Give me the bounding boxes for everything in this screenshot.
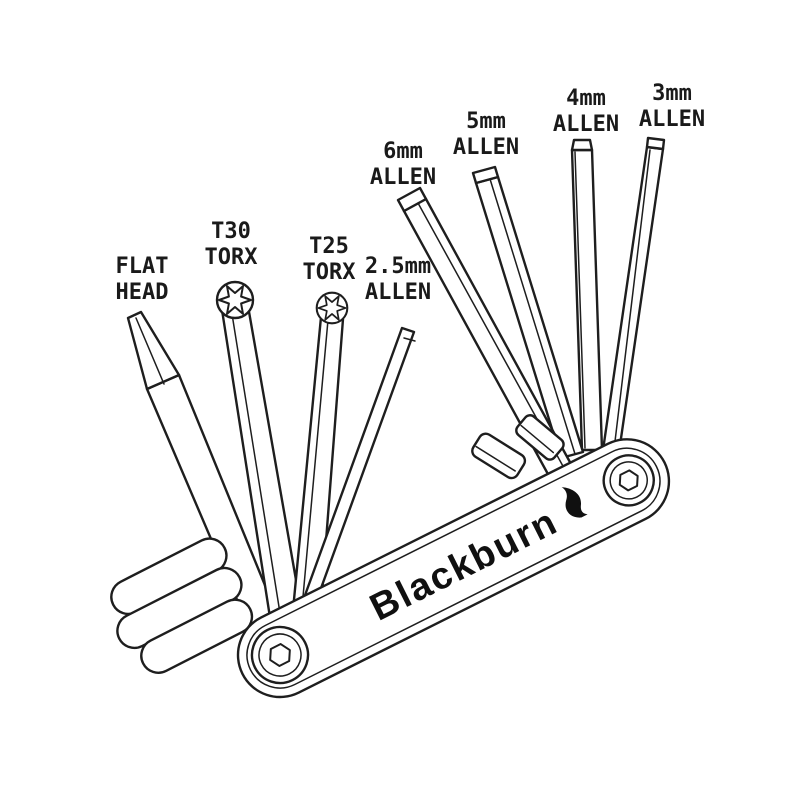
- label-line: TORX: [204, 245, 258, 270]
- allen-4mm-tool: [570, 138, 604, 452]
- label-allen-4mm: 4mm ALLEN: [511, 86, 661, 138]
- pivot-bolt-right: [602, 454, 655, 507]
- bolt-inner: [258, 633, 302, 677]
- tool-shaft: [600, 145, 665, 461]
- folded-hex-head: [515, 414, 565, 461]
- label-line: 4mm: [566, 86, 606, 111]
- label-line: 5mm: [466, 109, 506, 134]
- folded-hex-head: [471, 432, 527, 480]
- label-line: ALLEN: [369, 165, 437, 190]
- label-line: 2.5mm: [364, 254, 432, 279]
- blade-ridge: [135, 317, 165, 385]
- bolt-inner: [609, 461, 648, 500]
- hex-socket: [269, 643, 291, 667]
- label-line: ALLEN: [552, 112, 620, 137]
- folded-hex: [471, 432, 527, 480]
- t25-torx-tip: [315, 291, 349, 325]
- label-t30-torx: T30 TORX: [156, 219, 306, 271]
- body-plate: [236, 438, 671, 699]
- torx-star: [317, 295, 347, 321]
- hex-socket: [618, 469, 639, 492]
- label-line: T25: [309, 234, 349, 259]
- label-line: ALLEN: [364, 280, 432, 305]
- label-allen-5mm: 5mm ALLEN: [411, 109, 561, 161]
- allen-3mm-tool: [600, 136, 666, 461]
- label-line: ALLEN: [452, 135, 520, 160]
- shaft-facet: [574, 151, 586, 449]
- shaft-facet: [231, 313, 285, 639]
- folded-tools-right: [471, 414, 565, 480]
- label-flat-head: FLAT HEAD: [67, 254, 217, 306]
- shaft-facet: [612, 149, 651, 459]
- tip-bevel: [403, 337, 416, 342]
- label-t25-torx: T25 TORX: [254, 234, 404, 286]
- label-allen-2-5mm: 2.5mm ALLEN: [323, 254, 473, 306]
- shaft-facet: [489, 178, 576, 455]
- hex-tip: [570, 138, 594, 152]
- label-line: ALLEN: [638, 107, 706, 132]
- body-inner-outline: [246, 447, 661, 689]
- folded-tools-left: [110, 537, 254, 674]
- label-line: FLAT: [115, 254, 169, 279]
- folded-hex: [515, 414, 565, 461]
- hex-facet: [475, 445, 516, 472]
- label-allen-6mm: 6mm ALLEN: [328, 139, 478, 191]
- label-line: TORX: [302, 260, 356, 285]
- flat-head-blade: [126, 310, 181, 391]
- blackburn-flame-icon: [561, 487, 588, 518]
- allen-5mm-tool: [471, 165, 585, 460]
- label-allen-3mm: 3mm ALLEN: [597, 81, 747, 133]
- label-line: 3mm: [652, 81, 692, 106]
- torx-star: [218, 285, 252, 315]
- label-line: HEAD: [115, 280, 169, 305]
- t30-torx-tip: [215, 280, 255, 320]
- label-line: 6mm: [383, 139, 423, 164]
- pivot-bolt-left: [250, 625, 310, 685]
- folded-tool: [140, 598, 254, 674]
- shaft-facet: [299, 319, 329, 631]
- hex-facet: [520, 424, 555, 454]
- label-line: T30: [211, 219, 251, 244]
- hex-tip: [645, 136, 666, 151]
